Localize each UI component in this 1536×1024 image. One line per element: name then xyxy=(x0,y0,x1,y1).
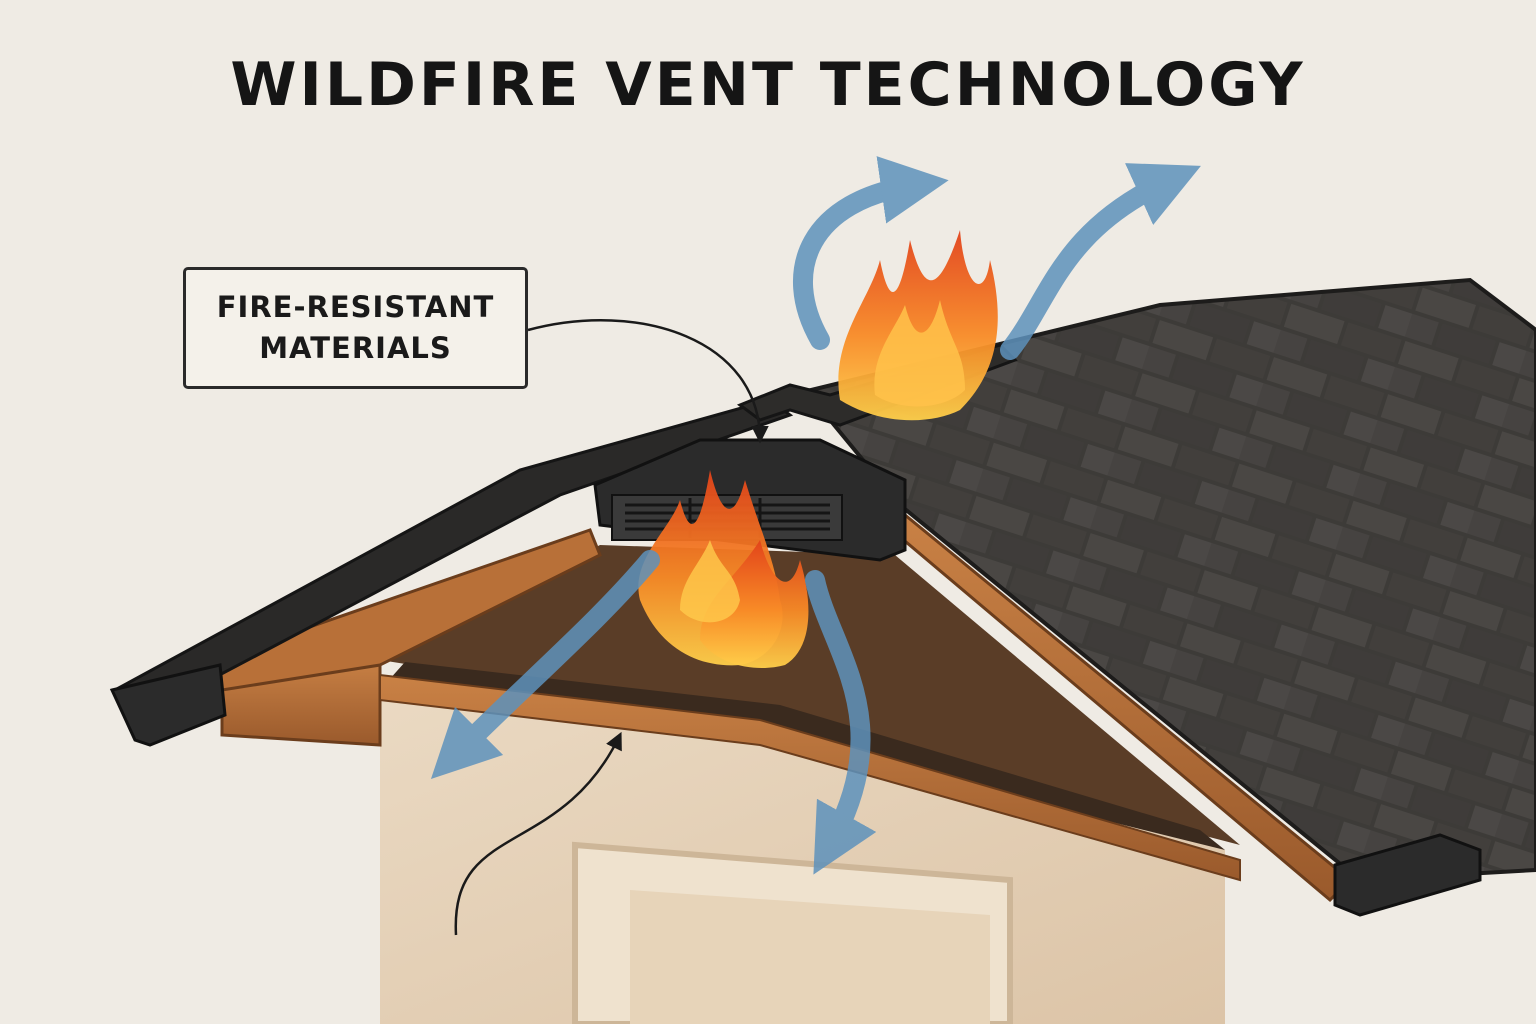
airflow-arrow-icon xyxy=(805,570,877,875)
gutter-left xyxy=(109,663,227,747)
gutter-right xyxy=(1333,833,1482,917)
callout-fire-resistant-materials: FIRE-RESISTANT MATERIALS xyxy=(183,267,528,389)
callout-line-2: MATERIALS xyxy=(259,331,452,365)
roof-shingles xyxy=(762,277,1536,883)
flame-icon xyxy=(638,470,809,669)
callout-pointer-icon xyxy=(527,319,769,444)
trim-board xyxy=(379,673,1241,882)
callout-line-1: FIRE-RESISTANT xyxy=(216,290,495,325)
airflow-arrow-icon xyxy=(430,550,660,780)
lower-pointer-icon xyxy=(454,731,622,936)
wall-opening-recess xyxy=(630,890,990,1024)
airflow-arrow-icon xyxy=(793,156,949,350)
page-title: WILDFIRE VENT TECHNOLOGY xyxy=(230,50,1306,120)
airflow-arrow-icon xyxy=(1000,163,1201,360)
flame-icon xyxy=(838,230,998,421)
